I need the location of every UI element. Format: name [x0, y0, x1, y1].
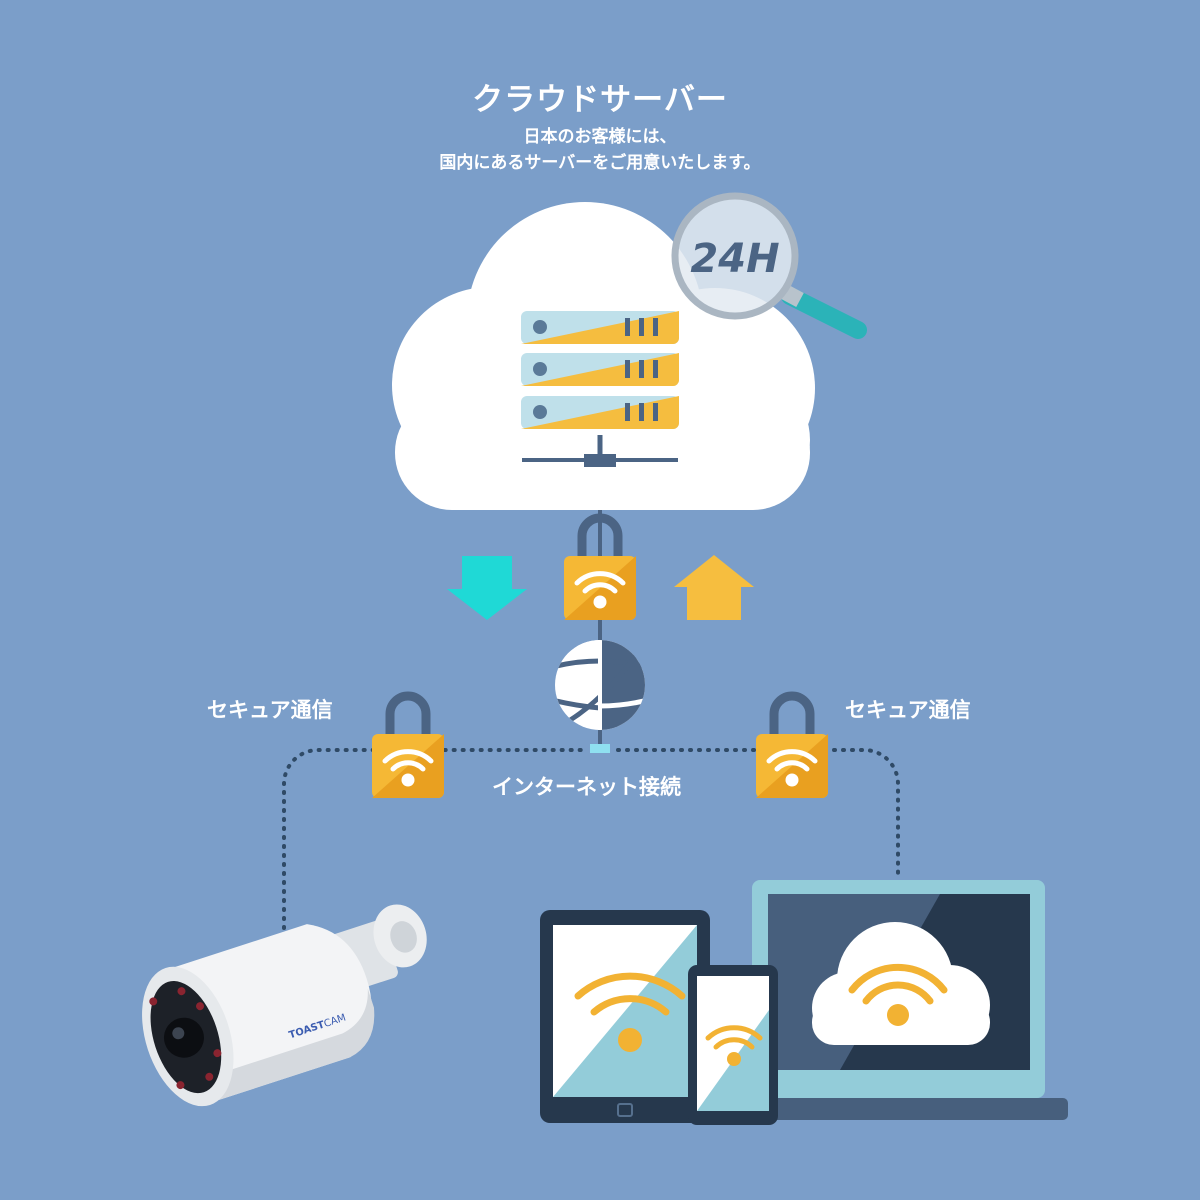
badge-24h: 24H [690, 236, 779, 282]
cloud-wifi-icon [812, 922, 990, 1045]
page-subtitle: 日本のお客様には、 国内にあるサーバーをご用意いたします。 [0, 124, 1200, 176]
magnifier-icon: 24H [671, 192, 867, 339]
server-unit-2 [521, 353, 679, 386]
security-camera-icon: TOASTCAM [142, 904, 427, 1107]
secure-communication-label-left: セキュア通信 [207, 698, 333, 722]
camera-connection-line [282, 748, 584, 930]
wifi-icon-phone [705, 1025, 763, 1066]
wifi-lock-icon-right [756, 696, 828, 798]
smartphone-icon [688, 965, 778, 1125]
wifi-icon [574, 972, 686, 1052]
secure-communication-label-right: セキュア通信 [845, 698, 971, 722]
subtitle-line-1: 日本のお客様には、 [523, 127, 677, 147]
connection-node [590, 744, 610, 753]
server-unit-1 [521, 311, 679, 344]
subtitle-line-2: 国内にあるサーバーをご用意いたします。 [439, 153, 761, 173]
server-unit-3 [521, 396, 679, 429]
laptop-icon [740, 880, 1068, 1120]
tablet-icon [540, 910, 710, 1123]
globe-icon [555, 640, 645, 730]
server-rack-icon [521, 311, 679, 467]
connection-lines [282, 748, 900, 930]
upload-arrow-icon [674, 555, 754, 620]
wifi-lock-icon-left [372, 696, 444, 798]
internet-connection-label: インターネット接続 [492, 775, 681, 799]
download-arrow-icon [447, 556, 527, 620]
page-title: クラウドサーバー [472, 82, 728, 118]
devices-connection-line [616, 748, 900, 882]
